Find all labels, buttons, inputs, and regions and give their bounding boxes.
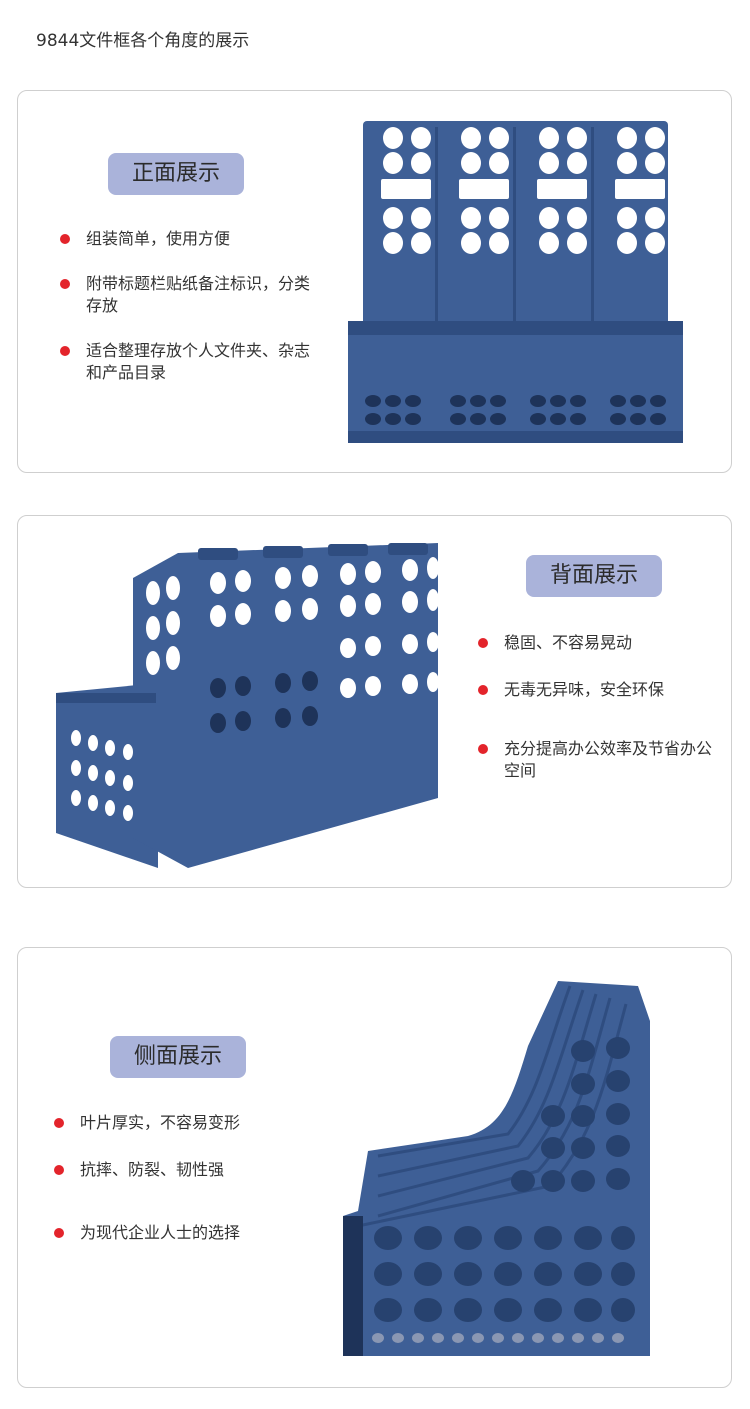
feature-item: 适合整理存放个人文件夹、杂志和产品目录 — [60, 340, 310, 384]
bullet-dot-icon — [54, 1165, 64, 1175]
feature-item: 充分提高办公效率及节省办公空间 — [478, 738, 718, 782]
file-box-front-image — [348, 121, 683, 443]
bullet-dot-icon — [478, 685, 488, 695]
feature-item: 稳固、不容易晃动 — [478, 632, 718, 654]
front-view-features: 组装简单，使用方便 附带标题栏贴纸备注标识，分类存放 适合整理存放个人文件夹、杂… — [60, 228, 310, 384]
front-view-badge: 正面展示 — [108, 153, 245, 195]
bullet-dot-icon — [54, 1118, 64, 1128]
back-view-card: 背面展示 稳固、不容易晃动 无毒无异味，安全环保 充分提高办公效率及节省办公空间 — [17, 515, 732, 888]
bullet-dot-icon — [478, 638, 488, 648]
bullet-dot-icon — [478, 744, 488, 754]
bullet-dot-icon — [60, 279, 70, 289]
file-box-side-image — [343, 981, 650, 1356]
side-view-features: 叶片厚实，不容易变形 抗摔、防裂、韧性强 为现代企业人士的选择 — [54, 1112, 314, 1244]
feature-item: 无毒无异味，安全环保 — [478, 679, 718, 701]
bullet-dot-icon — [60, 346, 70, 356]
page-title: 9844文件框各个角度的展示 — [36, 31, 250, 51]
bullet-dot-icon — [60, 234, 70, 244]
feature-item: 叶片厚实，不容易变形 — [54, 1112, 314, 1134]
back-view-features: 稳固、不容易晃动 无毒无异味，安全环保 充分提高办公效率及节省办公空间 — [478, 632, 718, 782]
feature-item: 附带标题栏贴纸备注标识，分类存放 — [60, 273, 310, 317]
feature-item: 抗摔、防裂、韧性强 — [54, 1159, 314, 1181]
feature-item: 为现代企业人士的选择 — [54, 1222, 314, 1244]
side-view-card: 侧面展示 叶片厚实，不容易变形 抗摔、防裂、韧性强 为现代企业人士的选择 — [17, 947, 732, 1388]
side-view-badge: 侧面展示 — [110, 1036, 247, 1078]
file-box-back-image — [56, 543, 439, 868]
front-view-card: 正面展示 组装简单，使用方便 附带标题栏贴纸备注标识，分类存放 适合整理存放个人… — [17, 90, 732, 473]
back-view-badge: 背面展示 — [526, 555, 663, 597]
bullet-dot-icon — [54, 1228, 64, 1238]
feature-item: 组装简单，使用方便 — [60, 228, 310, 250]
